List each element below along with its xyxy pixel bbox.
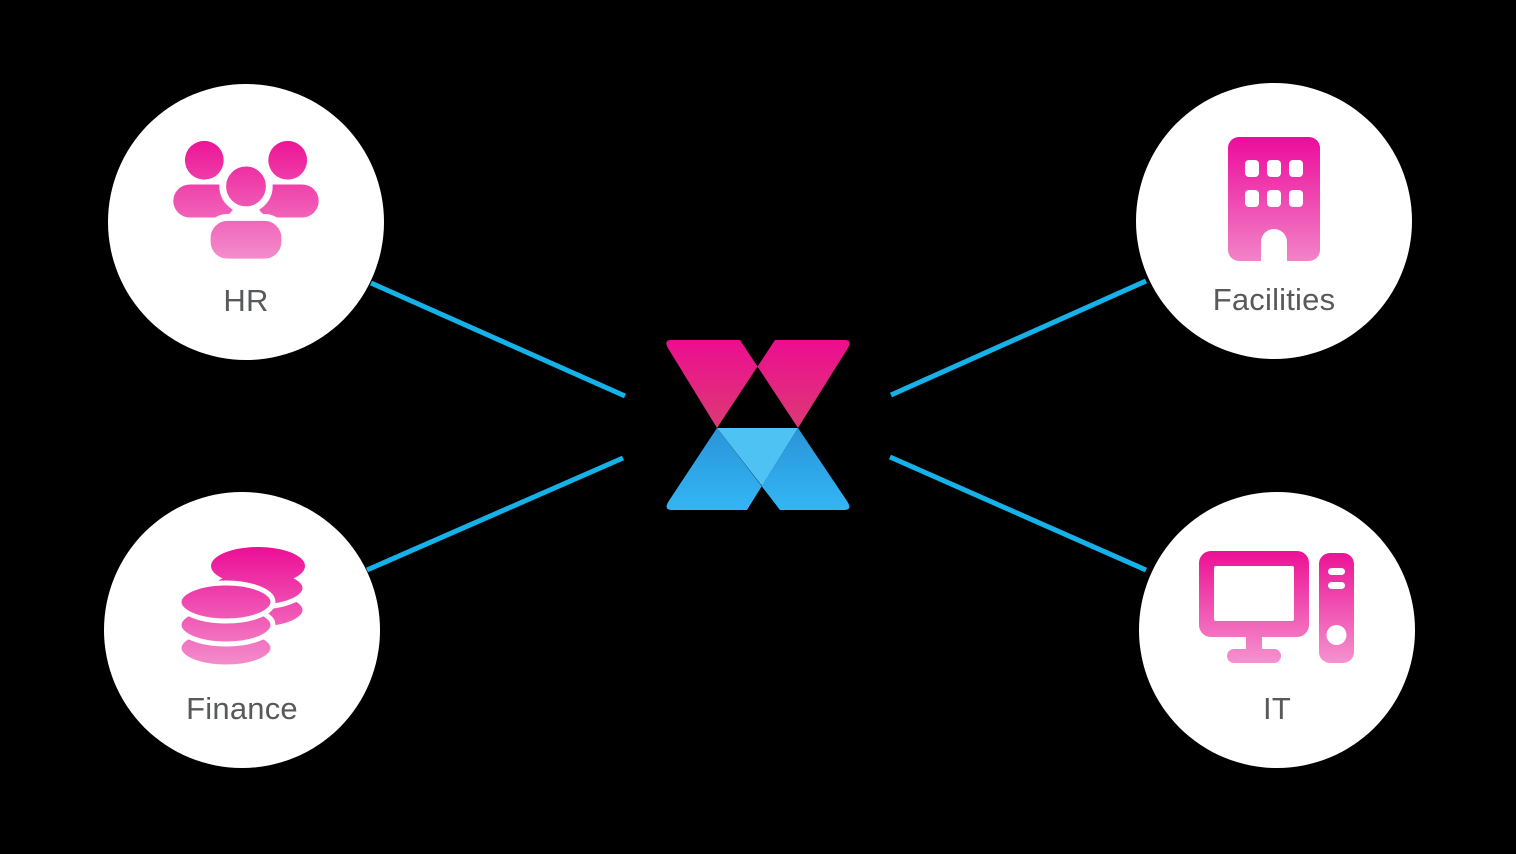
- node-label-facilities: Facilities: [1212, 282, 1336, 317]
- people-group-icon: [161, 138, 331, 264]
- building-icon: [1189, 137, 1359, 261]
- x-logo-light-triangle: [717, 428, 798, 486]
- coins-icon: [157, 546, 327, 670]
- node-label-finance: Finance: [186, 691, 298, 726]
- connector-it-to-logo: [888, 454, 1148, 573]
- node-hr: HR: [108, 84, 384, 360]
- node-label-it: IT: [1263, 691, 1291, 726]
- x-logo-pink-triangles: [666, 340, 850, 428]
- node-label-hr: HR: [223, 283, 269, 318]
- x-logo: [666, 340, 850, 510]
- node-it: IT: [1139, 492, 1415, 768]
- connector-facilities-to-logo: [889, 278, 1148, 398]
- connector-finance-to-logo: [365, 455, 625, 573]
- connector-hr-to-logo: [369, 280, 627, 399]
- computer-icon: [1192, 546, 1362, 670]
- x-logo-blue-triangles: [666, 428, 850, 510]
- node-facilities: Facilities: [1136, 83, 1412, 359]
- node-finance: Finance: [104, 492, 380, 768]
